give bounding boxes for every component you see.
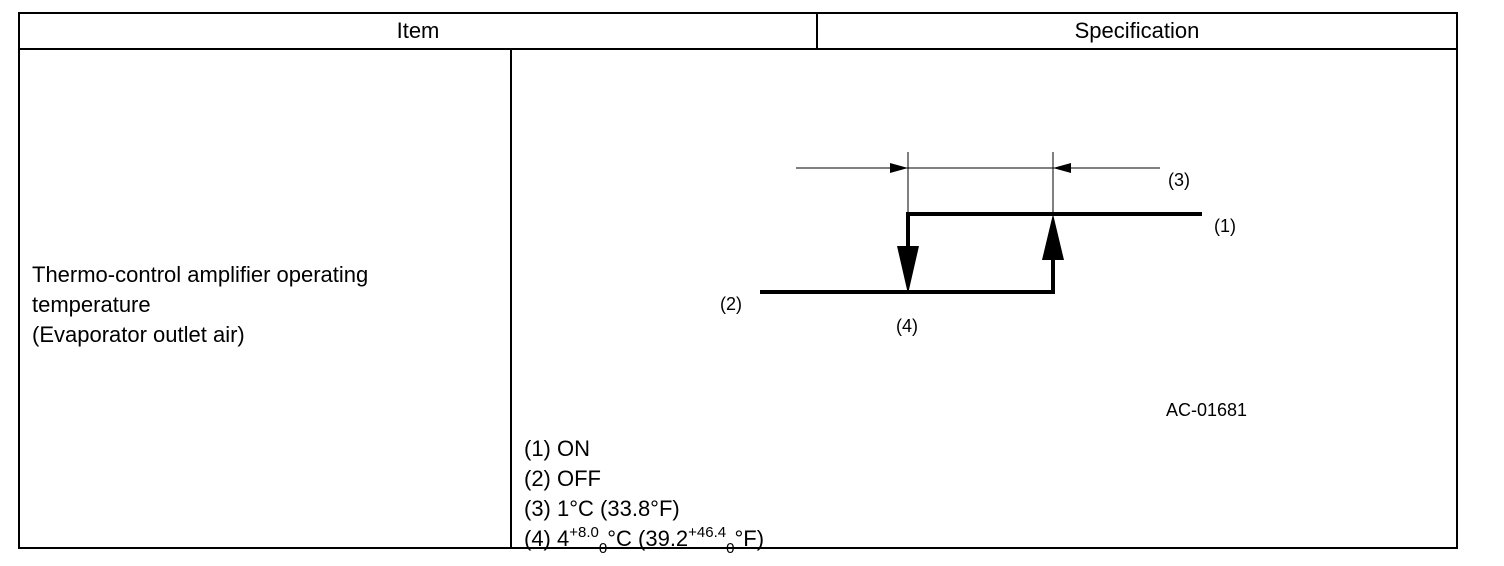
legend-hysteresis: (3) 1°C (33.8°F) [524,496,680,521]
legend-operating-temp: (4) 4+8.00°C (39.2+46.40°F) [524,524,765,557]
legend-on: (1) ON [524,436,590,461]
hysteresis-diagram: (3) (1) (2) (4) AC-01681 [720,152,1247,420]
dimension-arrow-left [890,163,908,173]
up-arrow [1042,214,1064,260]
item-description: Thermo-control amplifier operating tempe… [32,260,368,350]
legend: (1) ON (2) OFF (3) 1°C (33.8°F) (4) 4+8.… [524,434,765,557]
down-arrow [897,246,919,294]
item-line-3: (Evaporator outlet air) [32,322,245,347]
label-2: (2) [720,294,742,314]
item-line-1: Thermo-control amplifier operating [32,262,369,287]
legend-4-mid: °C (39.2 [607,526,689,551]
column-divider [510,50,512,547]
header-item: Item [20,14,818,50]
figure-code: AC-01681 [1166,400,1247,420]
item-line-2: temperature [32,292,151,317]
legend-4-suffix: °F) [734,526,765,551]
label-1: (1) [1214,216,1236,236]
legend-off: (2) OFF [524,466,601,491]
label-3: (3) [1168,170,1190,190]
spec-table: Item Specification Thermo-control amplif… [18,12,1458,556]
legend-4-sub-f: 0 [726,540,735,557]
label-4: (4) [896,316,918,336]
legend-4-sub-c: 0 [598,540,608,557]
header-specification: Specification [818,14,1456,50]
legend-4-sup-f: +46.4 [688,524,727,541]
legend-4-prefix: (4) 4 [524,526,570,551]
dimension-arrow-right [1053,163,1071,173]
legend-4-sup-c: +8.0 [569,524,599,541]
